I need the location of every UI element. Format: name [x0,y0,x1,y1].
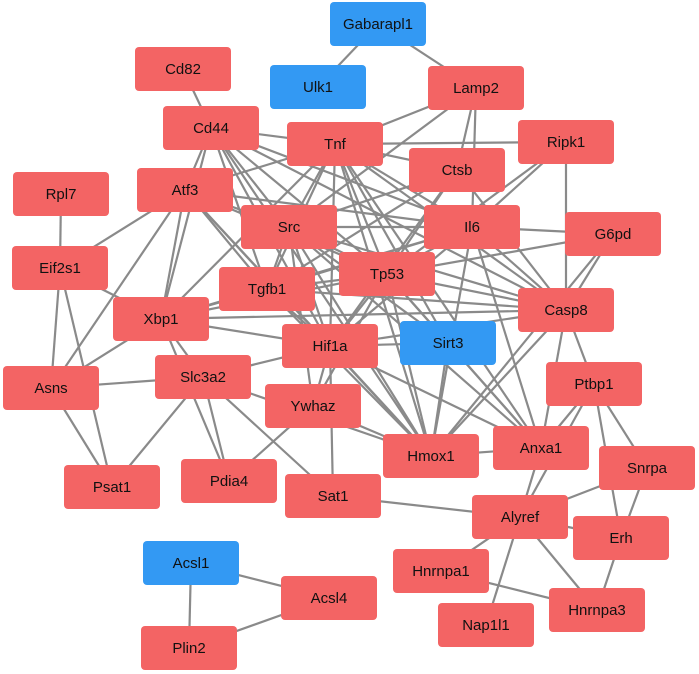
node-sirt3[interactable]: Sirt3 [400,321,496,365]
node-eif2s1[interactable]: Eif2s1 [12,246,108,290]
node-alyref[interactable]: Alyref [472,495,568,539]
node-g6pd[interactable]: G6pd [565,212,661,256]
node-psat1[interactable]: Psat1 [64,465,160,509]
node-hmox1[interactable]: Hmox1 [383,434,479,478]
edge-il6-anxa1 [470,226,543,449]
edge-cd44-casp8 [210,127,567,311]
edge-tgfb1-casp8 [266,287,567,312]
node-hnrnpa3[interactable]: Hnrnpa3 [549,588,645,632]
node-snrpa[interactable]: Snrpa [599,446,695,490]
edge-tnf-anxa1 [334,143,542,449]
node-cd44[interactable]: Cd44 [163,106,259,150]
node-cd82[interactable]: Cd82 [135,47,231,91]
node-xbp1[interactable]: Xbp1 [113,297,209,341]
node-plin2[interactable]: Plin2 [141,626,237,670]
node-hif1a[interactable]: Hif1a [282,324,378,368]
node-slc3a2[interactable]: Slc3a2 [155,355,251,399]
edge-cd44-tp53 [210,127,388,275]
node-sat1[interactable]: Sat1 [285,474,381,518]
node-ctsb[interactable]: Ctsb [409,148,505,192]
edge-cd44-xbp1 [159,127,213,320]
edge-xbp1-casp8 [160,308,567,321]
edge-g6pd-hmox1 [430,233,614,457]
node-acsl1[interactable]: Acsl1 [143,541,239,585]
node-hnrnpa1[interactable]: Hnrnpa1 [393,549,489,593]
node-il6[interactable]: Il6 [424,205,520,249]
node-nap1l1[interactable]: Nap1l1 [438,603,534,647]
node-anxa1[interactable]: Anxa1 [493,426,589,470]
node-atf3[interactable]: Atf3 [137,168,233,212]
node-tgfb1[interactable]: Tgfb1 [219,267,315,311]
node-ptbp1[interactable]: Ptbp1 [546,362,642,406]
node-acsl4[interactable]: Acsl4 [281,576,377,620]
node-tnf[interactable]: Tnf [287,122,383,166]
edge-xbp1-pdia4 [159,318,231,482]
node-lamp2[interactable]: Lamp2 [428,66,524,110]
node-pdia4[interactable]: Pdia4 [181,459,277,503]
node-tp53[interactable]: Tp53 [339,252,435,296]
node-ywhaz[interactable]: Ywhaz [265,384,361,428]
node-gabarapl1[interactable]: Gabarapl1 [330,2,426,46]
node-asns[interactable]: Asns [3,366,99,410]
edge-atf3-asns [50,189,186,389]
edge-casp8-hmox1 [430,309,567,457]
node-casp8[interactable]: Casp8 [518,288,614,332]
node-ulk1[interactable]: Ulk1 [270,65,366,109]
node-ripk1[interactable]: Ripk1 [518,120,614,164]
node-src[interactable]: Src [241,205,337,249]
node-rpl7[interactable]: Rpl7 [13,172,109,216]
edge-tp53-hmox1 [385,273,433,457]
edge-tnf-hmox1 [333,143,433,457]
node-erh[interactable]: Erh [573,516,669,560]
edge-tnf-sirt3 [334,143,449,344]
